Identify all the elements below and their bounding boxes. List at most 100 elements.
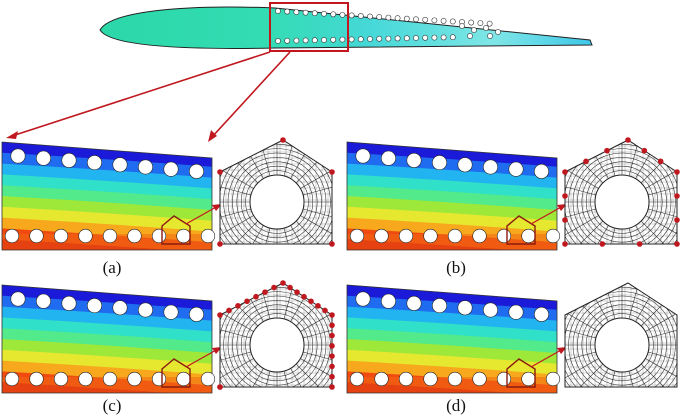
contour-hole xyxy=(200,228,216,244)
boundary-node xyxy=(674,193,680,199)
mesh-detail-b xyxy=(562,137,680,247)
boundary-node xyxy=(329,312,335,318)
boundary-node xyxy=(329,241,335,247)
airfoil-hole xyxy=(471,27,477,33)
mesh-boundary xyxy=(219,139,333,245)
contour-hole xyxy=(545,371,561,387)
boundary-node xyxy=(562,193,568,199)
contour-hole xyxy=(35,293,51,309)
contour-border xyxy=(346,141,558,251)
airfoil-hole xyxy=(394,15,401,22)
contour-hole xyxy=(472,371,487,387)
airfoil-hole xyxy=(467,33,473,39)
contour-hole xyxy=(78,371,93,387)
boundary-node xyxy=(253,293,259,300)
detail-region-outline xyxy=(506,358,536,388)
contour-band xyxy=(2,206,212,233)
airfoil-hole xyxy=(422,16,429,23)
boundary-node xyxy=(217,384,223,390)
airfoil-hole xyxy=(302,9,309,16)
contour-hole xyxy=(10,291,26,307)
mesh-detail-c xyxy=(217,280,335,390)
boundary-node xyxy=(294,289,300,295)
boundary-node xyxy=(322,307,328,314)
airfoil-hole xyxy=(440,34,447,41)
contour-hole xyxy=(398,228,414,244)
panel-label-d: (d) xyxy=(446,396,466,415)
boundary-node xyxy=(329,343,335,349)
contour-band xyxy=(347,152,557,179)
boundary-node xyxy=(271,284,277,291)
airfoil-hole xyxy=(284,8,291,15)
boundary-node xyxy=(657,158,664,165)
contour-hole xyxy=(151,228,167,244)
airfoil-hole xyxy=(357,36,364,43)
boundary-node xyxy=(625,137,631,143)
boundary-node xyxy=(329,322,335,329)
airfoil-hole xyxy=(487,33,493,39)
airfoil-hole xyxy=(422,34,429,41)
contour-hole xyxy=(151,371,167,387)
contour-hole xyxy=(112,300,128,316)
zoom-arrow-right xyxy=(211,51,291,138)
airfoil-hole xyxy=(431,17,438,24)
contour-border xyxy=(1,284,213,394)
boundary-node xyxy=(287,284,293,291)
detail-region-outline xyxy=(506,215,536,245)
contour-hole xyxy=(457,300,473,316)
airfoil-hole xyxy=(459,23,465,29)
airfoil-hole xyxy=(486,20,493,27)
airfoil-hole xyxy=(357,13,364,19)
detail-region-outline xyxy=(161,215,191,245)
airfoil-hole xyxy=(449,18,456,25)
contour-hole xyxy=(102,371,118,387)
airfoil-hole xyxy=(376,14,383,20)
contour-hole xyxy=(53,228,69,244)
airfoil-hole xyxy=(477,20,484,26)
contour-band xyxy=(347,328,557,354)
mesh-hole xyxy=(594,174,650,230)
contour-hole xyxy=(545,228,561,244)
contour-band xyxy=(2,317,212,344)
airfoil-hole xyxy=(275,38,281,44)
boundary-node xyxy=(301,293,307,300)
contour-plot-a xyxy=(1,141,222,251)
zoom-arrowhead-left xyxy=(6,131,18,139)
contour-band xyxy=(2,185,212,211)
boundary-node xyxy=(329,373,335,380)
panel-label-a: (a) xyxy=(102,258,122,277)
airfoil-hole xyxy=(348,36,355,43)
mesh-detail-d xyxy=(564,282,678,388)
contour-band xyxy=(2,163,212,190)
airfoil-shape xyxy=(99,6,593,49)
contour-hole xyxy=(508,161,524,177)
contour-hole xyxy=(447,371,463,387)
airfoil-hole xyxy=(440,17,447,24)
contour-hole xyxy=(355,291,371,307)
airfoil-hole xyxy=(376,35,383,42)
boundary-node xyxy=(244,298,250,305)
zoom-arrow-left xyxy=(11,51,271,137)
airfoil-hole xyxy=(284,37,291,44)
panel-b xyxy=(346,137,680,251)
panel-d xyxy=(346,282,678,394)
boundary-node xyxy=(329,353,335,359)
airfoil-hole xyxy=(339,36,346,43)
contour-band xyxy=(347,295,557,322)
airfoil-hole xyxy=(468,19,475,26)
boundary-node xyxy=(674,169,680,175)
contour-hole xyxy=(483,159,499,175)
contour-hole xyxy=(447,228,463,244)
contour-border xyxy=(1,141,213,251)
contour-hole xyxy=(508,304,524,320)
zoom-arrowhead-right xyxy=(208,130,217,142)
contour-hole xyxy=(87,298,103,314)
boundary-node xyxy=(217,312,223,318)
airfoil-hole xyxy=(311,37,318,44)
boundary-node xyxy=(235,303,241,309)
airfoil-hole xyxy=(495,29,501,35)
boundary-node xyxy=(636,241,643,247)
contour-band xyxy=(347,196,557,222)
airfoil-hole xyxy=(403,35,410,42)
